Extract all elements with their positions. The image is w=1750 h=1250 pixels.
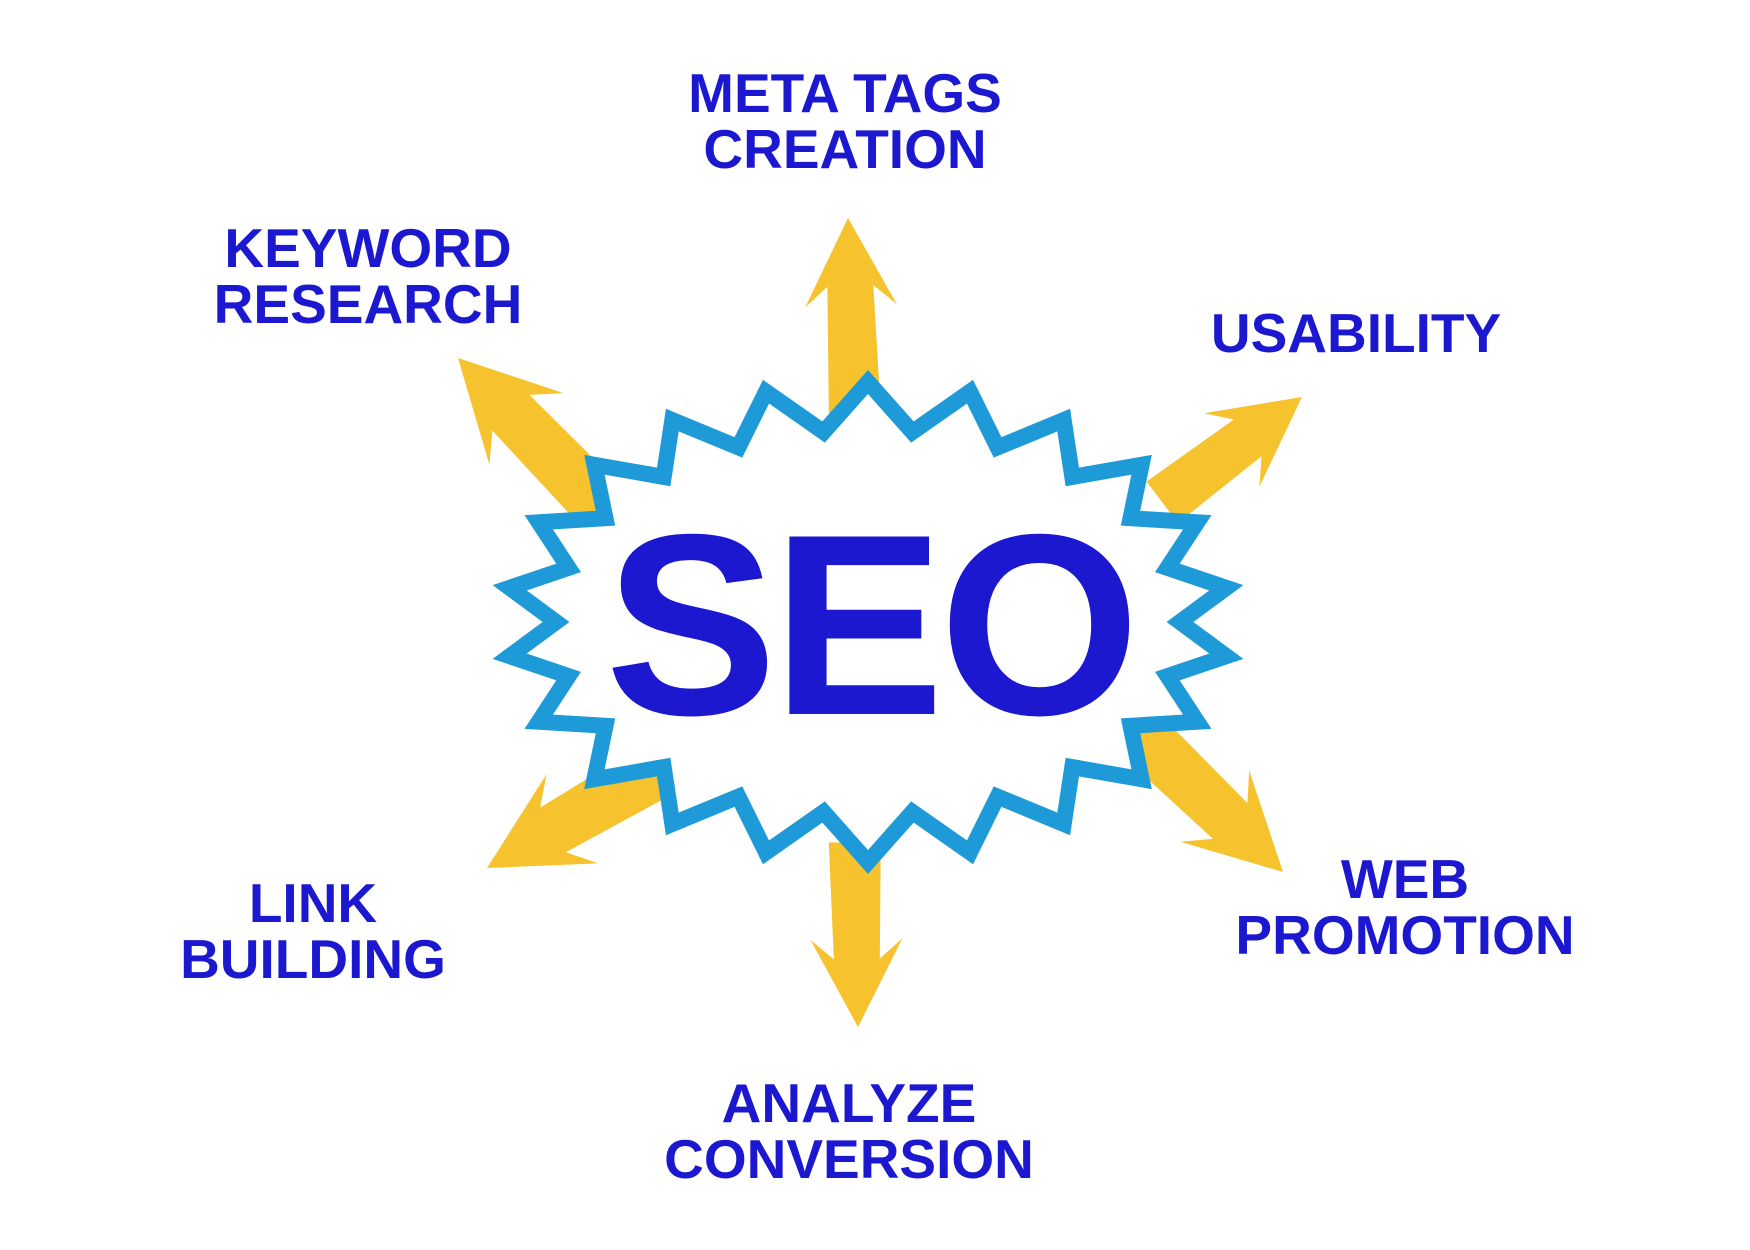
arrow-shape-usability	[1146, 397, 1302, 524]
node-label-analyze-conversion: ANALYZE CONVERSION	[664, 1072, 1034, 1190]
arrow-shape-web-promotion	[1116, 709, 1283, 872]
arrow-meta-tags-creation	[805, 218, 898, 414]
starburst-border	[492, 369, 1244, 875]
arrow-usability	[1146, 397, 1302, 524]
arrow-shape-meta-tags-creation	[805, 218, 898, 414]
node-label-link-building: LINK BUILDING	[180, 872, 446, 990]
arrow-analyze-conversion	[810, 841, 903, 1027]
node-label-usability: USABILITY	[1210, 302, 1502, 364]
seo-center-label: SEO	[605, 479, 1140, 769]
node-label-meta-tags-creation: META TAGS CREATION	[688, 62, 1002, 180]
node-label-web-promotion: WEB PROMOTION	[1235, 848, 1575, 966]
node-label-keyword-research: KEYWORD RESEARCH	[213, 217, 523, 335]
arrow-shape-analyze-conversion	[810, 841, 903, 1027]
arrow-web-promotion	[1116, 709, 1283, 872]
